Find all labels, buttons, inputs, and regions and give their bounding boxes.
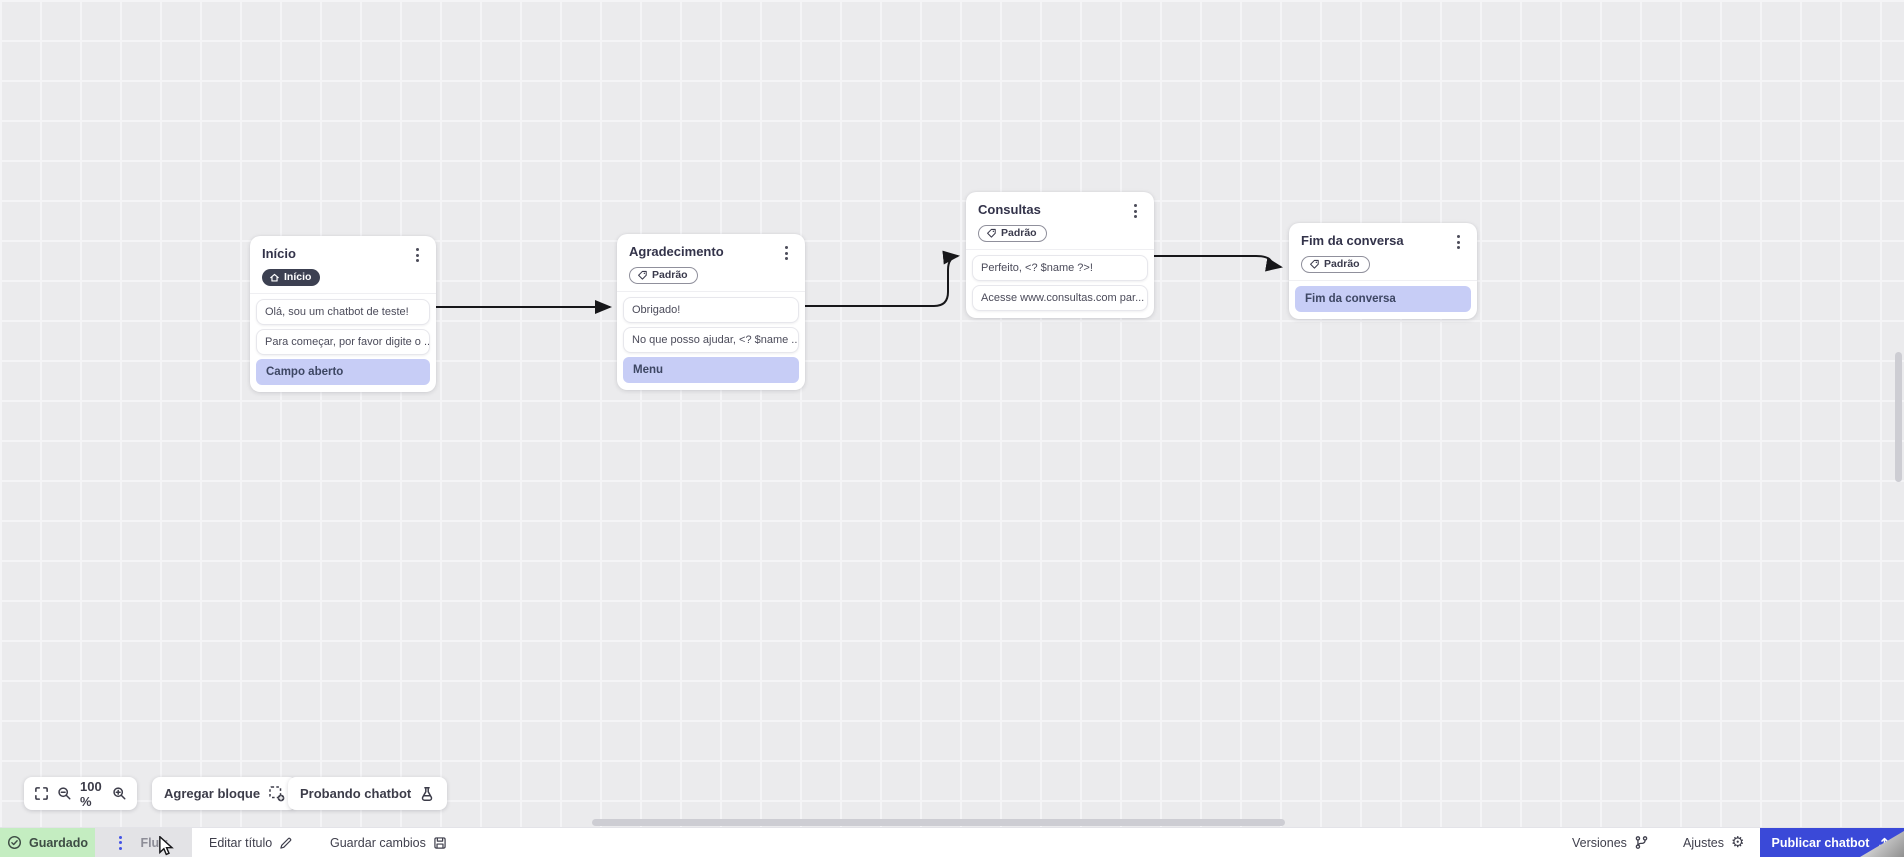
node-badge: Padrão (978, 225, 1047, 242)
tag-icon (1310, 259, 1319, 269)
edit-title-button[interactable]: Editar título (209, 828, 293, 857)
badge-label: Início (284, 271, 312, 283)
badge-label: Padrão (1001, 227, 1037, 239)
save-changes-label: Guardar cambios (330, 835, 426, 850)
message-item[interactable]: No que posso ajudar, <? $name ... (623, 327, 799, 353)
save-icon (434, 836, 446, 849)
fit-screen-icon[interactable] (34, 786, 49, 801)
publish-label: Publicar chatbot (1771, 836, 1870, 850)
node-badge: Início (262, 269, 321, 286)
edit-title-label: Editar título (209, 835, 273, 850)
home-icon (270, 273, 279, 282)
node-title: Início (262, 246, 296, 261)
test-chatbot-button[interactable]: Probando chatbot (288, 777, 448, 810)
message-item[interactable]: Para começar, por favor digite o ... (256, 329, 430, 355)
test-chatbot-label: Probando chatbot (300, 786, 412, 801)
branch-icon (1635, 836, 1648, 849)
drag-handle-icon[interactable] (119, 835, 123, 850)
zoom-level: 100 % (80, 778, 102, 809)
block-item[interactable]: Menu (623, 357, 799, 383)
pencil-icon (280, 837, 292, 849)
node-badge: Padrão (629, 267, 698, 284)
node-consultas[interactable]: Consultas Padrão Perfeito, <? $name ?>! … (966, 192, 1154, 318)
zoom-out-icon[interactable] (57, 786, 72, 801)
check-circle-icon (7, 835, 21, 850)
add-block-button[interactable]: Agregar bloque (152, 777, 298, 810)
vertical-scrollbar[interactable] (1895, 352, 1902, 482)
save-changes-button[interactable]: Guardar cambios (330, 828, 447, 857)
zoom-in-icon[interactable] (112, 786, 127, 801)
message-item[interactable]: Obrigado! (623, 297, 799, 323)
badge-label: Padrão (652, 269, 688, 281)
add-block-icon (268, 785, 285, 802)
saved-status-badge: Guardado (0, 828, 95, 857)
node-badge: Padrão (1301, 256, 1370, 273)
node-inicio[interactable]: Início Início Olá, sou um chatbot de tes… (250, 236, 436, 392)
publish-chatbot-button[interactable]: Publicar chatbot (1760, 828, 1904, 857)
versions-button[interactable]: Versiones (1572, 828, 1649, 857)
flask-icon (419, 786, 435, 802)
tag-icon (638, 270, 647, 280)
node-title: Fim da conversa (1301, 233, 1404, 248)
block-item[interactable]: Campo aberto (256, 359, 430, 385)
versions-label: Versiones (1572, 835, 1627, 850)
node-menu-icon[interactable] (1128, 203, 1142, 219)
status-bar: Guardado Fluir Editar título Guardar cam… (0, 827, 1904, 857)
node-menu-icon[interactable] (1451, 234, 1465, 250)
settings-button[interactable]: Ajustes ⚙ (1683, 828, 1744, 857)
block-item[interactable]: Fim da conversa (1295, 286, 1471, 312)
message-item[interactable]: Acesse www.consultas.com par... (972, 285, 1148, 311)
gear-icon: ⚙ (1731, 834, 1745, 851)
saved-label: Guardado (28, 835, 89, 850)
zoom-controls: 100 % (24, 777, 137, 810)
node-menu-icon[interactable] (410, 247, 424, 263)
tag-icon (987, 228, 996, 238)
badge-label: Padrão (1324, 258, 1360, 270)
node-menu-icon[interactable] (779, 245, 793, 261)
node-title: Consultas (978, 202, 1041, 217)
settings-label: Ajustes (1683, 835, 1724, 850)
node-title: Agradecimento (629, 244, 724, 259)
node-fim-da-conversa[interactable]: Fim da conversa Padrão Fim da conversa (1289, 223, 1477, 319)
message-item[interactable]: Olá, sou um chatbot de teste! (256, 299, 430, 325)
message-item[interactable]: Perfeito, <? $name ?>! (972, 255, 1148, 281)
horizontal-scrollbar[interactable] (592, 819, 1285, 826)
upload-icon (1879, 837, 1891, 849)
tab-flow[interactable]: Fluir (95, 828, 192, 857)
add-block-label: Agregar bloque (164, 786, 261, 801)
node-agradecimento[interactable]: Agradecimento Padrão Obrigado! No que po… (617, 234, 805, 390)
flow-tab-label: Fluir (140, 835, 168, 850)
